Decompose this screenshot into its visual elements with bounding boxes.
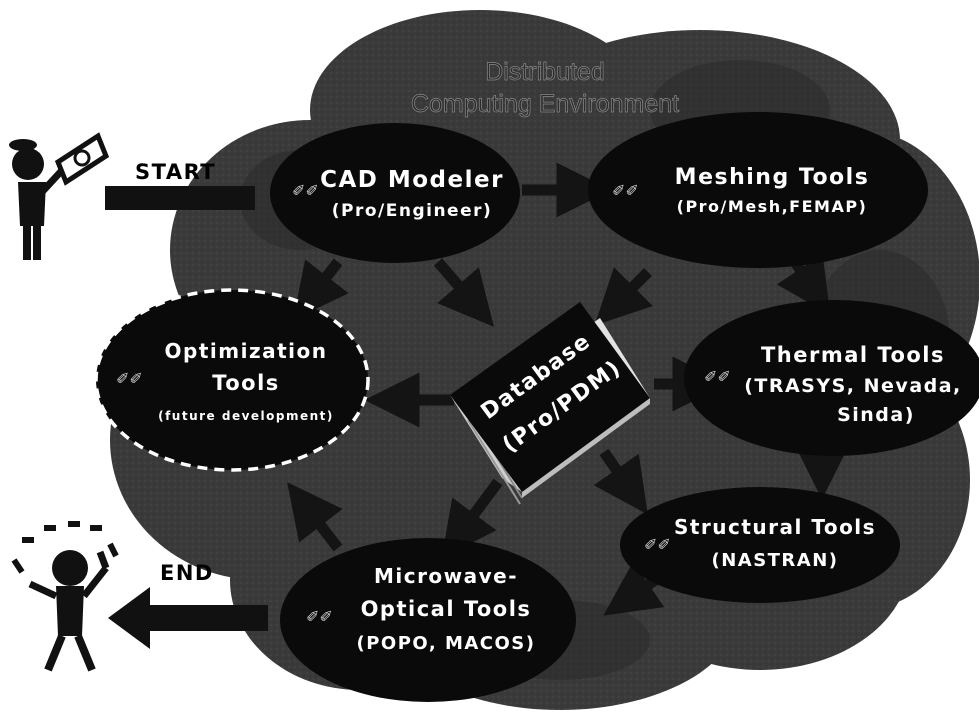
cloud-title-line1: Distributed bbox=[485, 58, 605, 86]
arrow-database-to-microwave bbox=[441, 478, 503, 559]
node-meshing-subtitle: (Pro/Mesh,FEMAP) bbox=[677, 197, 868, 216]
node-structural-tools: ✐✐ Structural Tools (NASTRAN) bbox=[620, 487, 900, 603]
end-arrow bbox=[108, 587, 268, 649]
node-meshing-tools: ✐✐ Meshing Tools (Pro/Mesh,FEMAP) bbox=[588, 112, 928, 268]
pencil-icon: ✐✐ bbox=[612, 181, 639, 200]
node-thermal-tools: ✐✐ Thermal Tools (TRASYS, Nevada, Sinda) bbox=[684, 300, 979, 456]
node-cad-subtitle: (Pro/Engineer) bbox=[332, 201, 493, 221]
pencil-icon: ✐✐ bbox=[644, 535, 671, 554]
node-microwave-title: Microwave- bbox=[374, 564, 518, 588]
start-arrow-bar bbox=[105, 186, 255, 210]
arrow-cad-to-optimization bbox=[293, 258, 349, 320]
start-figure-icon bbox=[9, 132, 110, 260]
node-cad-modeler: ✐✐ CAD Modeler (Pro/Engineer) bbox=[270, 123, 520, 263]
arrow-cad-to-database bbox=[433, 258, 494, 327]
node-thermal-title: Thermal Tools bbox=[761, 343, 945, 367]
cloud-title-line2: Computing Environment bbox=[411, 90, 679, 118]
arrow-meshing-to-thermal bbox=[776, 253, 831, 315]
node-structural-subtitle: (NASTRAN) bbox=[711, 550, 838, 571]
start-label: START bbox=[135, 160, 216, 184]
end-figure-icon bbox=[11, 521, 119, 672]
arrow-database-to-structural bbox=[593, 448, 648, 515]
node-microwave-subtitle: (POPO, MACOS) bbox=[357, 633, 536, 654]
node-thermal-subtitle: (TRASYS, Nevada, bbox=[744, 375, 962, 397]
pencil-icon: ✐✐ bbox=[306, 607, 333, 626]
dizzy-dashes-icon bbox=[11, 521, 119, 574]
node-thermal-subtitle-2: Sinda) bbox=[837, 404, 915, 426]
pencil-icon: ✐✐ bbox=[116, 369, 143, 388]
node-microwave-title-2: Optical Tools bbox=[361, 597, 532, 621]
node-cad-title: CAD Modeler bbox=[320, 167, 504, 193]
arrow-microwave-to-optimization bbox=[287, 482, 343, 552]
cloud-title: Distributed Computing Environment bbox=[411, 58, 680, 119]
end-label: END bbox=[160, 561, 214, 585]
node-structural-title: Structural Tools bbox=[674, 515, 876, 539]
flow-arrows bbox=[287, 162, 850, 616]
node-optimization-tools: ✐✐ Optimization Tools (future developmen… bbox=[94, 288, 370, 472]
sign-icon bbox=[54, 132, 110, 186]
node-microwave-optical-tools: ✐✐ Microwave- Optical Tools (POPO, MACOS… bbox=[280, 538, 576, 702]
arrow-meshing-to-database bbox=[594, 267, 653, 326]
node-meshing-title: Meshing Tools bbox=[675, 165, 870, 190]
pencil-icon: ✐✐ bbox=[704, 367, 731, 386]
node-optimization-title-2: Tools bbox=[212, 371, 280, 395]
node-optimization-title: Optimization bbox=[165, 339, 328, 363]
node-optimization-subtitle: (future development) bbox=[158, 409, 334, 423]
pencil-icon: ✐✐ bbox=[292, 181, 319, 200]
